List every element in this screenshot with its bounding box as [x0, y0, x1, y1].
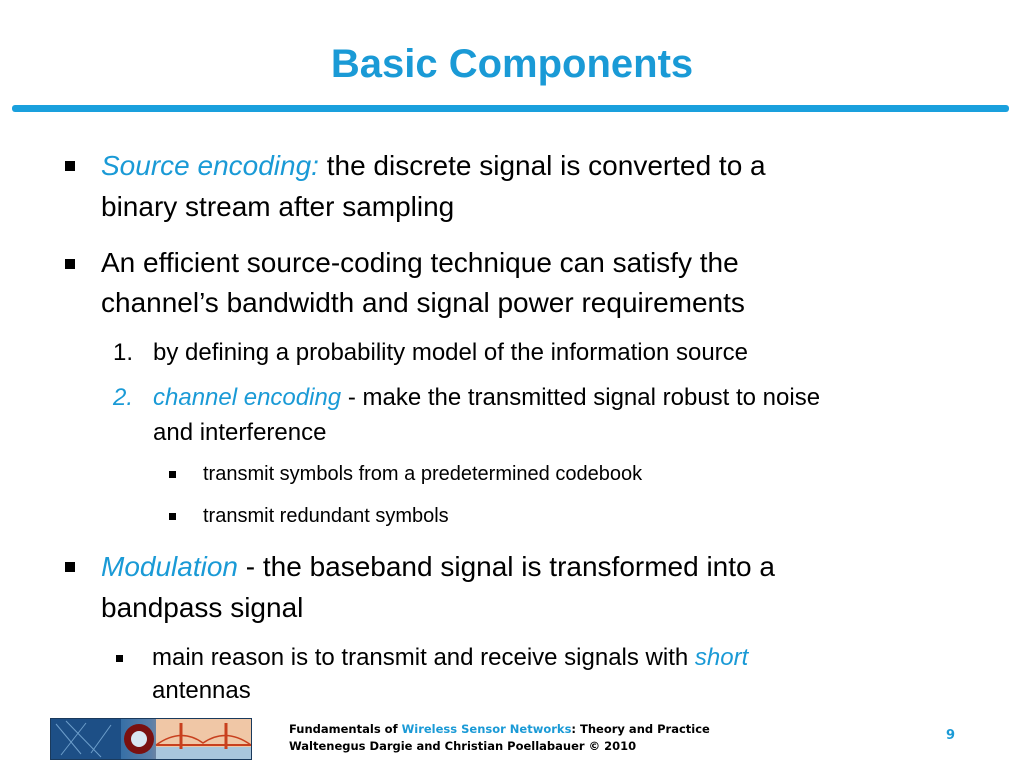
sub-bullet-antennas: main reason is to transmit and receive s…: [152, 643, 748, 673]
title-divider: [12, 105, 1009, 112]
bullet-square-icon: [169, 471, 176, 478]
term-short: short: [694, 644, 749, 671]
list-number: 1.: [113, 339, 134, 366]
bridge-collage-icon: [51, 719, 251, 759]
bullet-continuation: binary stream after sampling: [101, 191, 455, 222]
bullet-source-coding: An efficient source-coding technique can…: [101, 247, 739, 278]
bullet-continuation: channel’s bandwidth and signal power req…: [101, 287, 745, 318]
list-item-text: by defining a probability model of the i…: [153, 339, 749, 366]
bullet-square-icon: [169, 513, 176, 520]
bullet-continuation: bandpass signal: [101, 592, 304, 623]
bullet-square-icon: [65, 259, 75, 269]
bullet-square-icon: [65, 562, 75, 572]
bullet-text: the discrete signal is converted to a: [318, 150, 766, 181]
sub-bullet-continuation: antennas: [152, 677, 251, 704]
bullet-square-icon: [116, 655, 123, 662]
list-item-channel-encoding: channel encoding - make the transmitted …: [153, 383, 820, 413]
footer-line-1: Fundamentals of Wireless Sensor Networks…: [289, 721, 710, 738]
sub-bullet-text: transmit symbols from a predetermined co…: [203, 463, 643, 485]
list-number: 2.: [113, 384, 134, 411]
footer-text-a: Fundamentals of: [289, 722, 402, 736]
footer-line-2: Waltenegus Dargie and Christian Poellaba…: [289, 739, 637, 753]
sub-bullet-text: transmit redundant symbols: [203, 505, 449, 527]
term-modulation: Modulation: [101, 551, 238, 582]
footer-highlight: Wireless Sensor Networks: [401, 722, 572, 736]
term-channel-encoding: channel encoding: [153, 384, 342, 411]
term-colon: :: [311, 150, 319, 181]
sub-bullet-text: main reason is to transmit and receive s…: [152, 644, 695, 671]
term-source-encoding: Source encoding: [101, 150, 312, 181]
bullet-modulation: Modulation - the baseband signal is tran…: [101, 549, 775, 585]
bullet-square-icon: [65, 161, 75, 171]
footer-citation: Fundamentals of Wireless Sensor Networks…: [289, 721, 710, 755]
list-item-continuation: and interference: [153, 419, 327, 446]
footer-banner-image: [50, 718, 252, 760]
page-number: 9: [946, 728, 956, 743]
footer-text-c: : Theory and Practice: [571, 722, 710, 736]
bullet-text: - the baseband signal is transformed int…: [237, 551, 775, 582]
list-item-text: - make the transmitted signal robust to …: [341, 384, 821, 411]
slide-title: Basic Components: [330, 42, 694, 86]
bullet-source-encoding: Source encoding: the discrete signal is …: [101, 148, 766, 184]
